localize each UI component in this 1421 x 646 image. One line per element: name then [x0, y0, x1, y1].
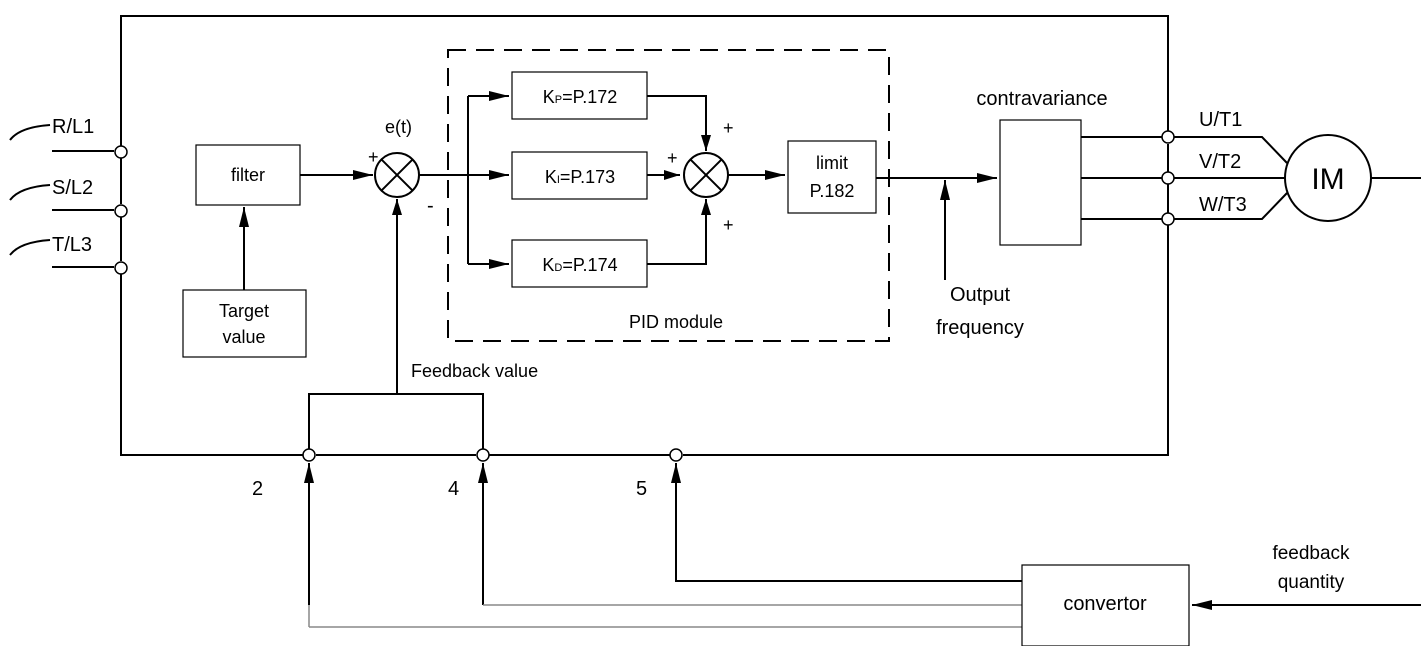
motor-label: IM — [1311, 163, 1344, 196]
filter-label: filter — [231, 165, 265, 185]
convertor-block: convertor — [1021, 564, 1190, 646]
kp-subscript: P — [555, 94, 562, 106]
target-label-line1: Target — [219, 301, 269, 321]
svg-text:KI=P.173: KI=P.173 — [545, 167, 615, 187]
ki-letter: K — [545, 167, 557, 187]
sum2-plus-top: + — [723, 118, 734, 138]
svg-text:KD=P.174: KD=P.174 — [542, 255, 617, 275]
sum2-plus-left: + — [667, 148, 678, 168]
input-label-t: T/L3 — [52, 234, 92, 256]
limit-label-line2: P.182 — [810, 181, 855, 201]
target-value-block: Target value — [182, 289, 307, 358]
kd-subscript: D — [554, 262, 562, 274]
contravariance-label: contravariance — [976, 88, 1107, 110]
summing-junction-error — [374, 152, 420, 198]
sum2-plus-bottom: + — [723, 215, 734, 235]
terminal-4 — [476, 448, 490, 462]
kd-value: =P.174 — [562, 255, 617, 275]
filter-block: filter — [195, 144, 301, 206]
output-label-v: V/T2 — [1199, 151, 1241, 173]
terminal-r — [114, 145, 128, 159]
input-power-lines: R/L1 S/L2 T/L3 — [9, 116, 128, 275]
terminal-t — [114, 261, 128, 275]
kp-letter: K — [543, 87, 555, 107]
terminal-2-label: 2 — [252, 478, 263, 500]
terminal-2 — [302, 448, 316, 462]
output-label-u: U/T1 — [1199, 109, 1242, 131]
terminal-4-label: 4 — [448, 478, 459, 500]
svg-text:KP=P.172: KP=P.172 — [543, 87, 618, 107]
feedback-quantity-line1: feedback — [1272, 543, 1350, 564]
input-label-s: S/L2 — [52, 177, 93, 199]
terminal-v — [1161, 171, 1175, 185]
kd-letter: K — [542, 255, 554, 275]
contravariance-block — [999, 119, 1082, 246]
terminal-5 — [669, 448, 683, 462]
sum1-minus-sign: - — [427, 195, 434, 217]
sum1-plus-sign: + — [368, 147, 379, 167]
input-label-r: R/L1 — [52, 116, 94, 138]
limit-label-line1: limit — [816, 153, 848, 173]
kp-block: KP=P.172 — [511, 71, 648, 120]
terminal-5-label: 5 — [636, 478, 647, 500]
output-frequency-line2: frequency — [936, 317, 1024, 339]
pid-module-region — [447, 49, 890, 342]
output-frequency-line1: Output — [950, 284, 1010, 306]
terminal-u — [1161, 130, 1175, 144]
convertor-label: convertor — [1063, 593, 1147, 615]
feedback-quantity-line2: quantity — [1278, 572, 1345, 593]
error-signal-label: e(t) — [385, 117, 412, 137]
kp-value: =P.172 — [562, 87, 617, 107]
limit-block: limit P.182 — [787, 140, 877, 214]
target-label-line2: value — [222, 327, 265, 347]
output-label-w: W/T3 — [1199, 194, 1247, 216]
terminal-w — [1161, 212, 1175, 226]
induction-motor: IM — [1284, 134, 1421, 222]
summing-junction-pid — [683, 152, 729, 198]
inverter-enclosure — [120, 15, 1169, 456]
ki-block: KI=P.173 — [511, 151, 648, 200]
output-phase-lines: U/T1 V/T2 W/T3 — [1081, 109, 1288, 226]
ki-value: =P.173 — [560, 167, 615, 187]
ki-subscript: I — [557, 174, 560, 186]
terminal-s — [114, 204, 128, 218]
kd-block: KD=P.174 — [511, 239, 648, 288]
pid-module-label: PID module — [629, 312, 723, 332]
feedback-value-label: Feedback value — [411, 361, 538, 381]
